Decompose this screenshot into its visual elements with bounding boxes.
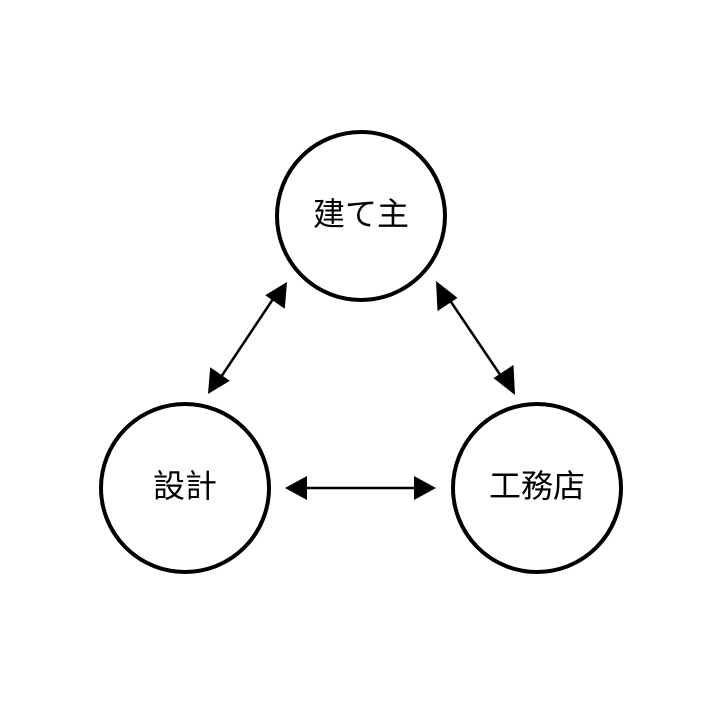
- node-designer-circle: [99, 402, 271, 574]
- connector-owner-designer: [208, 282, 287, 394]
- node-builder: 工務店: [451, 402, 623, 574]
- arrowhead-icon: [285, 476, 307, 500]
- node-designer: 設計: [99, 402, 271, 574]
- node-owner-circle: [275, 130, 447, 302]
- arrowhead-icon: [208, 367, 230, 394]
- node-designer-label: 設計: [153, 467, 217, 505]
- connector-line: [219, 295, 277, 378]
- node-owner-label: 建て主: [313, 195, 409, 233]
- node-builder-circle: [451, 402, 623, 574]
- connector-owner-builder: [436, 281, 515, 395]
- arrowhead-icon: [265, 282, 287, 309]
- arrowhead-icon: [414, 476, 436, 500]
- node-builder-label: 工務店: [489, 467, 585, 505]
- node-owner: 建て主: [275, 130, 447, 302]
- arrowhead-icon: [493, 364, 515, 395]
- arrowhead-icon: [436, 281, 458, 312]
- connector-designer-builder: [285, 476, 436, 500]
- connector-line: [445, 295, 505, 380]
